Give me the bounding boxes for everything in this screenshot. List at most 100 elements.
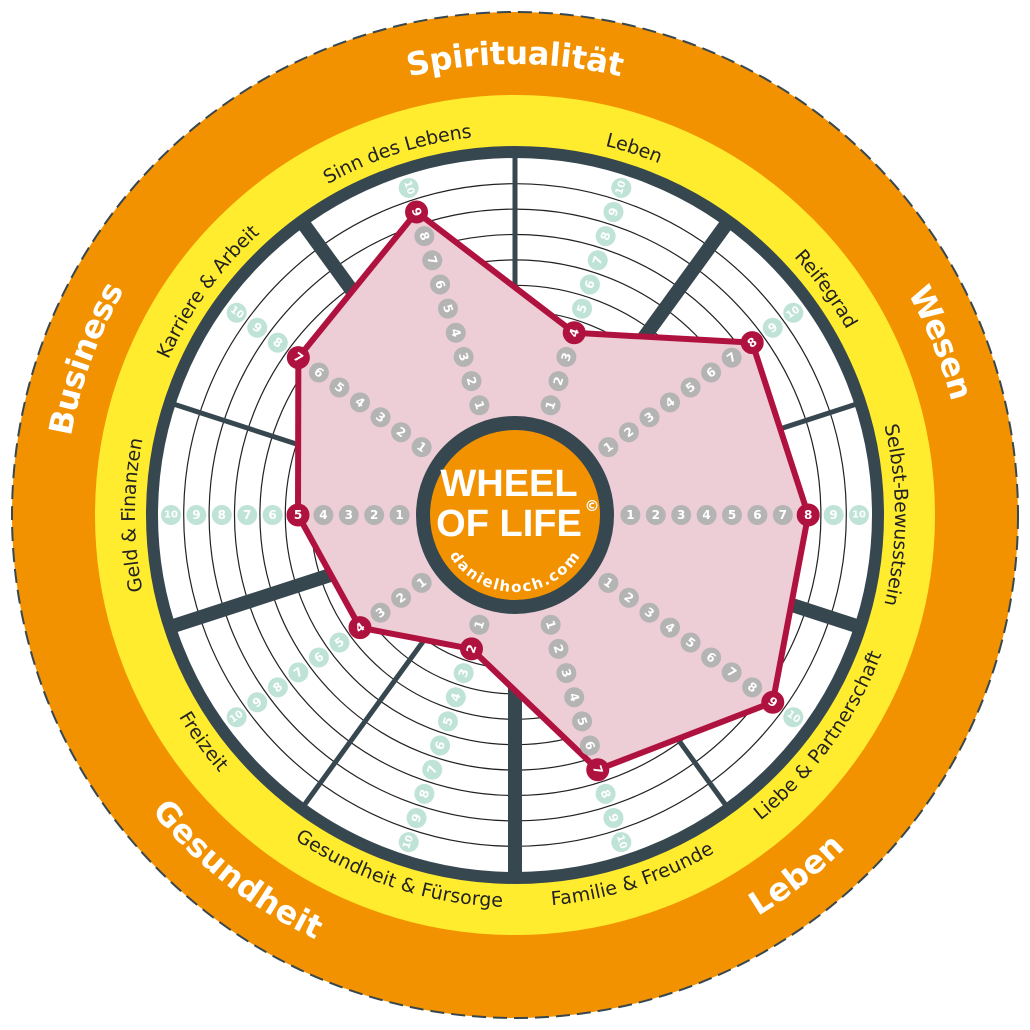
scale-number: 3 — [677, 508, 685, 522]
scale-badge-circle — [660, 392, 681, 413]
scale-badge-circle — [639, 407, 660, 428]
scale-badge: 8 — [742, 677, 763, 698]
scale-badge: 2 — [548, 371, 569, 392]
scale-badge: 10 — [226, 707, 247, 728]
scale-number: 10 — [401, 834, 416, 851]
scale-badge: 3 — [556, 663, 577, 684]
scale-badge-circle — [595, 226, 616, 247]
value-point: 9 — [405, 200, 429, 224]
scale-badge: 3 — [370, 407, 391, 428]
scale-number: 3 — [345, 508, 353, 522]
scale-badge: 2 — [548, 638, 569, 659]
scale-badge-circle — [572, 711, 593, 732]
scale-number: 9 — [409, 812, 425, 824]
scale-badge-circle — [186, 505, 207, 525]
scale-badge: 2 — [618, 587, 639, 608]
scale-badge: 1 — [620, 505, 641, 525]
scale-badge: 1 — [469, 395, 490, 416]
value-point: 4 — [562, 321, 586, 345]
scale-number: 4 — [566, 691, 582, 703]
scale-badge: 8 — [267, 332, 288, 353]
scale-badge: 5 — [437, 711, 458, 732]
scale-badge-circle — [226, 302, 247, 323]
scale-number: 4 — [448, 327, 464, 339]
scale-badge: 2 — [618, 422, 639, 443]
scale-badge: 3 — [370, 602, 391, 623]
scale-badge: 6 — [747, 505, 768, 525]
hub-logo — [416, 416, 614, 614]
scale-badge-circle — [540, 395, 561, 416]
value-point: 9 — [761, 690, 785, 714]
scale-badge: 3 — [453, 663, 474, 684]
scale-badge: 3 — [639, 602, 660, 623]
scale-badge: 6 — [430, 274, 451, 295]
scale-badge: 5 — [329, 377, 350, 398]
scale-number: 8 — [218, 508, 226, 522]
scale-badge: 1 — [598, 437, 619, 458]
value-point-marker — [740, 331, 764, 355]
scale-badge: 6 — [701, 647, 722, 668]
scale-badge: 9 — [406, 808, 427, 829]
value-point: 7 — [586, 758, 610, 782]
value-point-marker — [761, 690, 785, 714]
scale-badge-circle — [556, 663, 577, 684]
value-point-marker — [286, 503, 310, 527]
scale-number: 7 — [424, 254, 440, 266]
scale-badge: 5 — [572, 298, 593, 319]
scale-number: 2 — [551, 375, 567, 387]
scale-badge: 8 — [211, 505, 232, 525]
scale-badge-circle — [430, 274, 451, 295]
scale-badge-circle — [540, 614, 561, 635]
scale-number: 3 — [456, 351, 472, 363]
scale-badge-circle — [411, 572, 432, 593]
scale-number: 6 — [432, 739, 448, 751]
scale-badge-circle — [671, 505, 692, 525]
scale-badge-circle — [645, 505, 666, 525]
scale-badge-circle — [587, 250, 608, 271]
scale-badge: 2 — [391, 422, 412, 443]
scale-badge-circle — [445, 687, 466, 708]
scale-badge-circle — [595, 783, 616, 804]
value-point-marker — [562, 321, 586, 345]
scale-badge-circle — [772, 505, 793, 525]
scale-badge: 7 — [422, 759, 443, 780]
scale-badge-circle — [721, 347, 742, 368]
scale-badge-circle — [572, 298, 593, 319]
scale-number: 7 — [590, 254, 606, 266]
scale-number: 6 — [582, 739, 598, 751]
scale-badge-circle — [445, 322, 466, 343]
scale-number: 7 — [243, 508, 251, 522]
scale-badge-circle — [422, 759, 443, 780]
scale-badge-circle — [762, 317, 783, 338]
scale-badge: 4 — [660, 617, 681, 638]
scale-badge-circle — [564, 687, 585, 708]
scale-badge-circle — [308, 362, 329, 383]
scale-badge: 4 — [564, 687, 585, 708]
scale-badge-circle — [437, 298, 458, 319]
scale-badge-circle — [161, 505, 181, 525]
scale-badge-circle — [237, 505, 258, 525]
scale-badge-circle — [414, 226, 435, 247]
scale-number: 2 — [370, 508, 378, 522]
scale-number: 8 — [804, 508, 812, 522]
scale-badge-circle — [849, 505, 869, 525]
scale-badge-circle — [338, 505, 359, 525]
scale-number: 2 — [464, 643, 480, 655]
value-point: 8 — [740, 331, 764, 355]
scale-number: 7 — [779, 508, 787, 522]
scale-badge-circle — [618, 587, 639, 608]
scale-badge-circle — [329, 377, 350, 398]
scale-badge: 4 — [445, 687, 466, 708]
scale-number: 9 — [606, 206, 622, 218]
scale-number: 8 — [598, 788, 614, 800]
scale-badge: 9 — [603, 808, 624, 829]
value-point: 2 — [459, 637, 483, 661]
value-point-marker — [796, 503, 820, 527]
scale-number: 1 — [471, 619, 487, 631]
scale-badge: 1 — [469, 614, 490, 635]
value-point: 5 — [286, 503, 310, 527]
scale-badge-circle — [329, 632, 350, 653]
scale-badge-circle — [722, 505, 742, 525]
scale-badge: 4 — [445, 322, 466, 343]
scale-badge-circle — [639, 602, 660, 623]
